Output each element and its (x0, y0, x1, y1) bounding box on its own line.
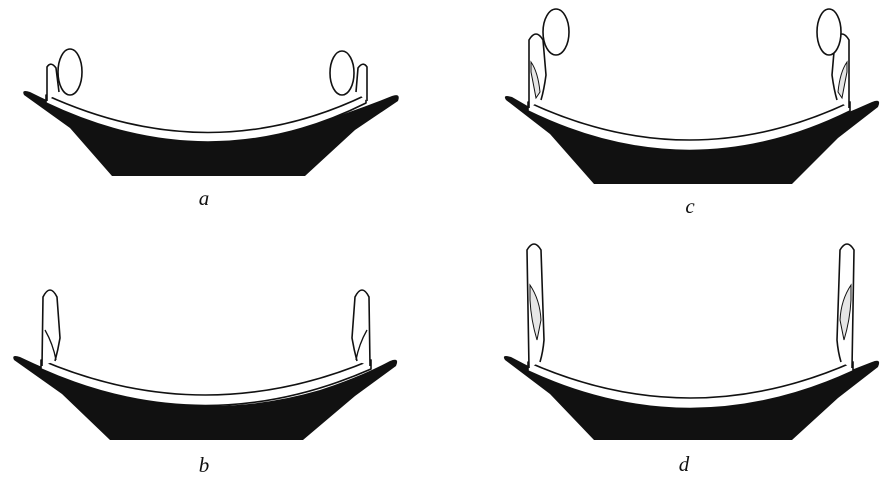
panel-d-saddle-base (503, 356, 880, 440)
panel-c-tooth-band (527, 101, 851, 152)
panel-a-label: a (199, 186, 210, 210)
panel-d (503, 243, 880, 440)
panel-d-right-post-twist (839, 283, 852, 341)
panel-c (504, 8, 880, 184)
panel-a-tooth-band (45, 94, 367, 143)
panel-a-left-post (46, 63, 60, 101)
panel-c-left-post-shade (530, 60, 541, 100)
panel-d-tooth-band (527, 361, 854, 410)
panel-a-left-bulb (57, 48, 83, 96)
panel-c-right-post-shade (837, 60, 848, 100)
panel-b-left-post-curve (44, 329, 57, 361)
panel-c-left-bulb (542, 8, 570, 56)
panel-d-label: d (679, 452, 690, 476)
panel-b-label: b (199, 453, 210, 477)
panel-b-left-post (41, 289, 61, 367)
panel-c-right-bulb (816, 8, 842, 56)
panel-b-tooth-band (40, 359, 372, 407)
panel-c-label: c (685, 194, 695, 218)
panel-b-right-post (351, 289, 371, 367)
panel-b-saddle-base (13, 356, 398, 440)
panel-c-saddle-base (504, 96, 880, 184)
panel-a-right-bulb (329, 50, 355, 96)
panel-a (23, 48, 399, 176)
panel-b-right-post-curve (355, 329, 368, 361)
panel-b (13, 289, 398, 440)
panel-a-saddle-base (23, 91, 399, 176)
panel-d-left-post-twist (529, 283, 542, 341)
panel-a-right-post (355, 63, 368, 101)
